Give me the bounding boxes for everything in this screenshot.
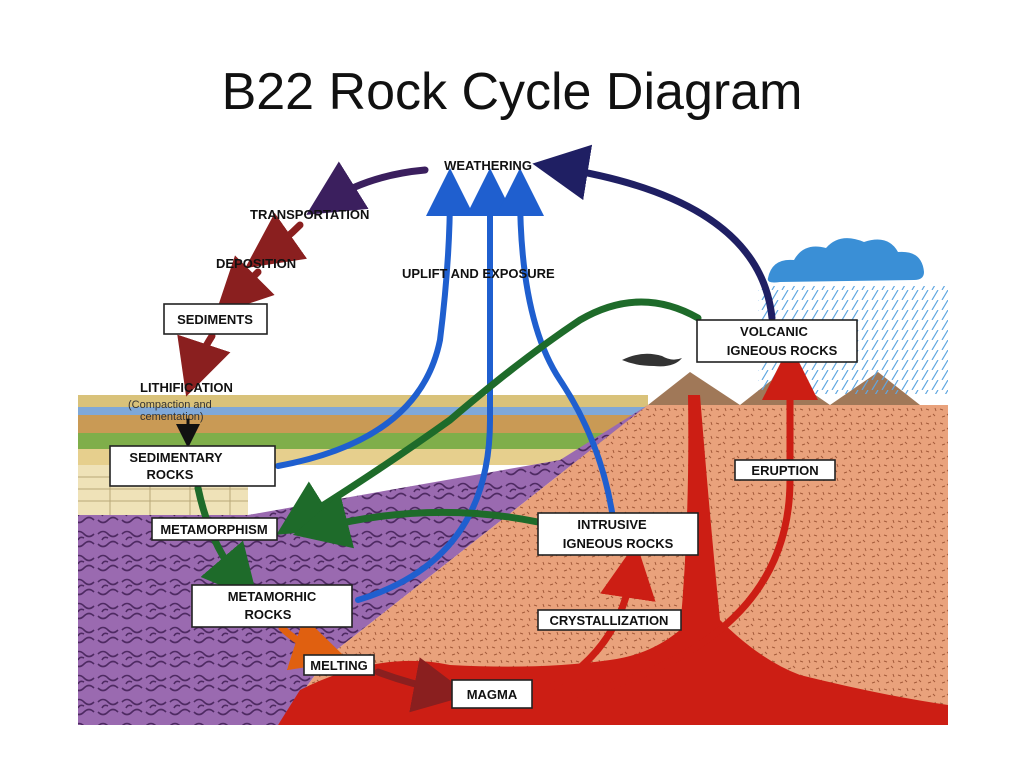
label-metamorphism: METAMORPHISM	[160, 522, 267, 537]
box-volcanic-line-1: VOLCANIC	[740, 324, 809, 339]
label-transportation: TRANSPORTATION	[250, 207, 369, 222]
arrow-volcanic-to-metamorphism	[276, 298, 702, 535]
box-melting: MELTING	[303, 654, 375, 676]
label-melting: MELTING	[310, 658, 368, 673]
box-crystallization: CRYSTALLIZATION	[537, 609, 682, 631]
label-eruption: ERUPTION	[751, 463, 818, 478]
label-magma: MAGMA	[467, 687, 518, 702]
box-magma: MAGMA	[451, 679, 533, 709]
arrow-weathering-to-transportation	[306, 161, 429, 215]
box-metamorphism: METAMORPHISM	[151, 517, 278, 541]
arrow-volcanic-to-weathering	[532, 144, 776, 322]
slide-title: B22 Rock Cycle Diagram	[221, 63, 803, 121]
metamorphic-zone	[78, 405, 648, 725]
strata-top	[78, 395, 648, 407]
box-eruption: ERUPTION	[734, 459, 836, 481]
box-metamorphic-line-1: METAMORHIC	[228, 589, 317, 604]
box-sediments: SEDIMENTS	[163, 303, 268, 335]
volcano-smoke	[622, 353, 682, 367]
label-deposition: DEPOSITION	[216, 256, 296, 271]
box-volcanic-igneous-rocks: VOLCANIC IGNEOUS ROCKS	[696, 319, 858, 363]
arrow-metamorphic-to-melting	[278, 616, 349, 671]
arrow-uplift-from-intrusive	[496, 168, 615, 515]
label-lithification-note-2: cementation)	[140, 411, 204, 423]
arrow-uplift-from-sedimentary	[275, 168, 474, 469]
arrow-transportation-to-deposition	[245, 212, 308, 269]
box-intrusive-line-2: IGNEOUS ROCKS	[563, 536, 674, 551]
arrow-magma-to-volcanic	[576, 344, 818, 699]
arrow-uplift-from-metamorphic	[355, 168, 514, 603]
label-uplift-and-exposure: UPLIFT AND EXPOSURE	[402, 266, 555, 281]
magma-chamber	[278, 395, 948, 725]
box-sediments-label: SEDIMENTS	[177, 312, 253, 327]
arrow-deposition-to-sediments	[215, 255, 275, 315]
box-intrusive-igneous-rocks: INTRUSIVE IGNEOUS ROCKS	[537, 512, 699, 556]
box-metamorphic-line-2: ROCKS	[245, 607, 292, 622]
box-volcanic-line-2: IGNEOUS ROCKS	[727, 343, 838, 358]
box-intrusive-line-1: INTRUSIVE	[577, 517, 647, 532]
strata-blue	[78, 407, 648, 415]
arrow-sediments-to-lithification	[177, 332, 231, 397]
cycle-arrows	[176, 144, 818, 713]
label-lithification: LITHIFICATION	[140, 380, 233, 395]
cloud-icon	[767, 238, 924, 283]
box-sedimentary-rocks-line-2: ROCKS	[147, 467, 194, 482]
arrow-intrusive-to-metamorphism	[292, 493, 542, 549]
box-metamorphic-rocks: METAMORHIC ROCKS	[191, 584, 353, 628]
label-lithification-note-1: (Compaction and	[128, 399, 212, 411]
strata-brown	[78, 415, 648, 433]
arrow-magma-to-intrusive	[546, 542, 656, 692]
rain-cloud	[758, 238, 948, 394]
box-sedimentary-rocks-line-1: SEDIMENTARY	[129, 450, 223, 465]
arrow-melting-to-magma	[374, 657, 470, 713]
label-weathering: WEATHERING	[444, 158, 532, 173]
box-sedimentary-rocks: SEDIMENTARY ROCKS	[109, 445, 276, 487]
label-crystallization: CRYSTALLIZATION	[550, 613, 669, 628]
